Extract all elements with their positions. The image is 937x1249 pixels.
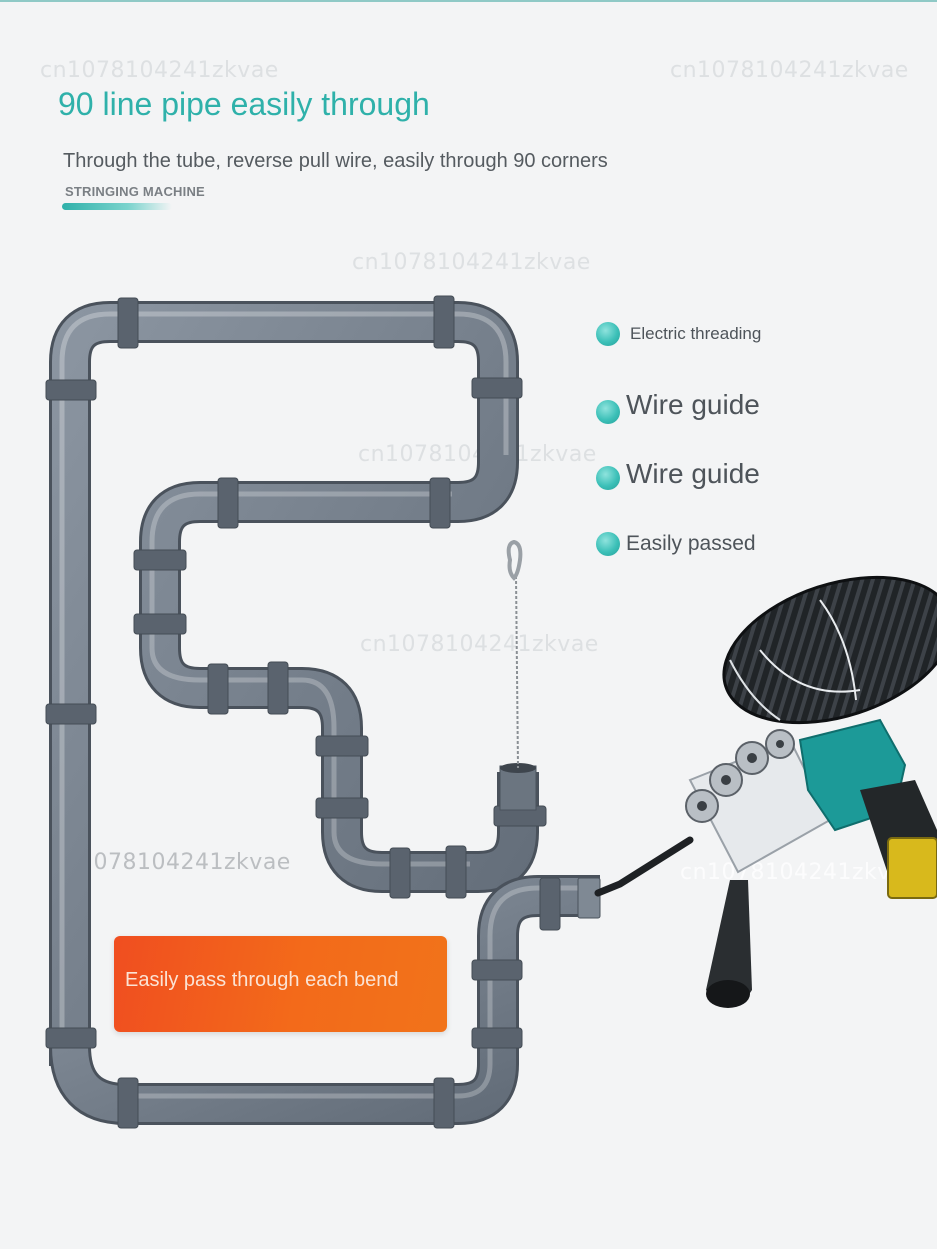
pipe-coupling: [429, 477, 451, 529]
watermark: cn1078104241zkvae: [360, 632, 599, 657]
pipe-coupling: [315, 735, 369, 757]
bullet-dot-icon: [596, 466, 620, 490]
pipe-body: [52, 304, 536, 1066]
feature-label: Wire guide: [626, 389, 760, 420]
wire-hook-icon: [506, 539, 523, 581]
pipe-coupling: [45, 1027, 97, 1049]
pipe-coupling: [117, 1077, 139, 1129]
pipe-coupling: [207, 663, 229, 715]
feature-item-wire-guide: Wire guide: [596, 386, 760, 424]
pipe-coupling: [445, 845, 467, 899]
pipe-end-cap: [577, 877, 601, 919]
feature-label: Wire guide: [626, 458, 760, 489]
pipe-highlight: [126, 885, 596, 1099]
product-tag: STRINGING MACHINE: [65, 184, 205, 199]
feature-item-easily-passed: Easily passed: [596, 532, 756, 556]
drill-battery: [887, 837, 937, 899]
pipe-coupling: [433, 295, 455, 349]
pipe-coupling: [471, 1027, 523, 1049]
pipe-coupling: [133, 549, 187, 571]
page-title: 90 line pipe easily through: [58, 86, 430, 122]
bullet-dot-icon: [596, 322, 620, 346]
pipe-coupling: [471, 959, 523, 981]
watermark: cn1078104241zkvae: [680, 860, 919, 885]
pipe-coupling: [267, 661, 289, 715]
pipe-highlight: [149, 491, 470, 867]
pipe-coupling: [45, 703, 97, 725]
feature-label: Easily passed: [626, 532, 756, 555]
pipe-coupling: [45, 379, 97, 401]
feature-item-electric-threading: Electric threading: [596, 322, 761, 346]
pipe-coupling: [471, 377, 523, 399]
watermark: cn1078104241zkvae: [352, 250, 591, 275]
pipe-coupling: [389, 847, 411, 899]
wire-coil: [722, 575, 937, 725]
pipe-coupling: [117, 297, 139, 349]
feature-label: Electric threading: [630, 324, 762, 343]
drill-side-handle: [706, 880, 752, 1006]
drill-side-handle-end: [706, 980, 750, 1008]
bullet-dot-icon: [596, 400, 620, 424]
pipe-highlight: [59, 311, 509, 1060]
feature-item-wire-guide: Wire guide: [596, 458, 760, 490]
top-accent-line: [0, 0, 937, 2]
pipe-coupling: [217, 477, 239, 529]
pipe-coupling: [315, 797, 369, 819]
machine-rod: [594, 836, 694, 897]
pull-wire: [515, 575, 519, 769]
watermark: cn1078104241zkvae: [52, 850, 291, 875]
pipe-coupling: [133, 613, 187, 635]
watermark: cn1078104241zkvae: [670, 58, 909, 83]
page-subtitle: Through the tube, reverse pull wire, eas…: [63, 150, 608, 172]
tag-underline: [62, 203, 172, 210]
pipe-coupling: [539, 877, 561, 931]
callout-box: Easily pass through each bend: [114, 936, 447, 1032]
pipe-coupling: [433, 1077, 455, 1129]
bullet-dot-icon: [596, 532, 620, 556]
callout-text: Easily pass through each bend: [125, 969, 399, 991]
watermark: cn1078104241zkvae: [40, 58, 279, 83]
pipe-body: [52, 878, 600, 1122]
